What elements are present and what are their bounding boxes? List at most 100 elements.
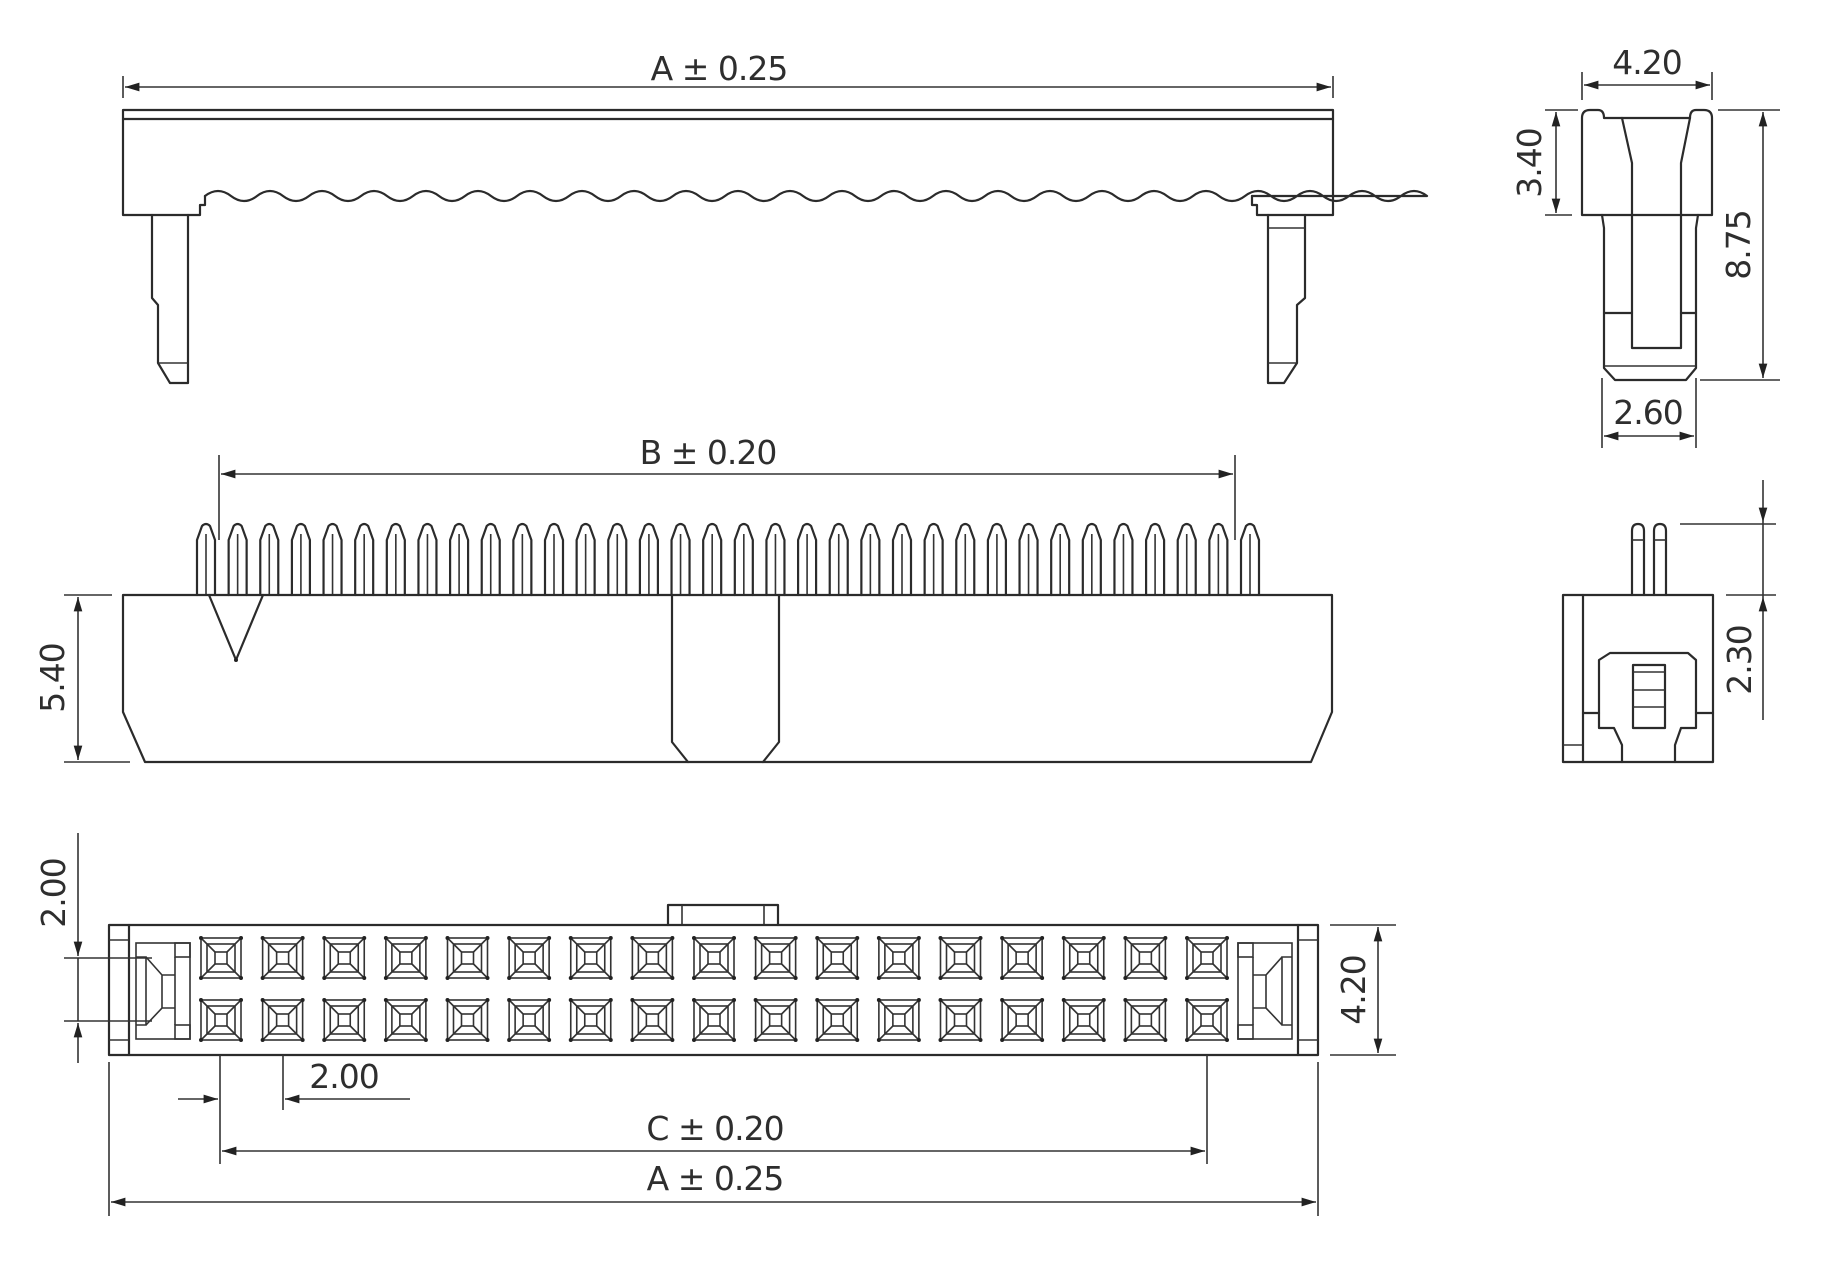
dim-label-a-bottom: A ± 0.25	[647, 1159, 784, 1198]
contact-cavity	[568, 998, 613, 1042]
contact-cavity	[507, 936, 552, 980]
contact-cavity	[260, 936, 305, 980]
polarization-key	[670, 593, 781, 764]
end-view-latch-window	[1581, 651, 1715, 715]
contact-cavity	[692, 998, 736, 1042]
idc-pin	[1176, 522, 1197, 597]
dim-label-230: 2.30	[1720, 625, 1759, 694]
top-view-body	[121, 108, 1335, 217]
idc-pin	[923, 522, 944, 597]
marker-dot	[234, 658, 238, 662]
contact-cavity	[876, 998, 921, 1042]
side-profile-slot	[1620, 116, 1692, 350]
contact-cavity	[1061, 936, 1106, 980]
idc-pin	[1144, 522, 1166, 597]
end-view-body	[1561, 593, 1715, 764]
idc-pin	[638, 522, 660, 597]
side-profile-lower	[1600, 213, 1700, 382]
dim-label-420-side: 4.20	[1612, 43, 1681, 82]
contact-cavity	[1123, 998, 1168, 1042]
contact-cavity	[1185, 998, 1229, 1042]
idc-pin	[417, 522, 438, 597]
contact-cavity	[753, 936, 798, 980]
side-profile-body	[1580, 108, 1714, 217]
idc-pin	[385, 522, 406, 597]
contact-cavity	[507, 998, 552, 1042]
end-view-pin	[1630, 522, 1646, 597]
contact-grid	[199, 936, 1229, 1042]
idc-pin	[543, 522, 565, 597]
side-profile-view: 4.20 3.40 8.75 2.60	[1510, 43, 1780, 448]
top-view: A ± 0.25	[121, 49, 1429, 385]
idc-pin	[1050, 522, 1071, 597]
contact-cavity	[260, 998, 305, 1042]
idc-pin	[955, 522, 976, 597]
end-view-contact-window	[1631, 663, 1667, 730]
idc-pin	[828, 522, 849, 597]
contact-cavity	[199, 936, 243, 980]
idc-pin	[891, 522, 913, 597]
idc-pin	[1113, 522, 1134, 597]
contact-cavity	[322, 998, 367, 1042]
end-view-feet	[1597, 711, 1698, 764]
bottom-view: 2.00 4.20 2.00 C ± 0.20 A ± 0.25	[34, 833, 1396, 1216]
idc-pin	[448, 522, 470, 597]
dim-label-c: C ± 0.20	[646, 1109, 783, 1148]
contact-cavity	[199, 998, 243, 1042]
idc-pin	[322, 522, 343, 597]
idc-pin	[1239, 522, 1261, 597]
left-latch	[150, 213, 190, 385]
front-view: B ± 0.20 5.40	[33, 433, 1334, 764]
dim-label-875: 8.75	[1719, 210, 1758, 279]
contact-cavity	[1000, 936, 1045, 980]
right-latch-window	[1237, 942, 1293, 1040]
contact-cavity	[1185, 936, 1229, 980]
contact-cavity	[322, 936, 367, 980]
dim-label-340: 3.40	[1510, 128, 1549, 197]
pin-one-marker-icon	[207, 593, 265, 662]
idc-pin	[796, 522, 818, 597]
contact-cavity	[938, 936, 983, 980]
idc-pin	[860, 522, 881, 597]
dim-label-420-bottom: 4.20	[1334, 955, 1373, 1024]
contact-cavity	[815, 936, 860, 980]
contact-cavity	[568, 936, 613, 980]
contact-cavity	[753, 998, 798, 1042]
contact-cavity	[1000, 998, 1045, 1042]
idc-pin	[480, 522, 501, 597]
idc-pin	[986, 522, 1008, 597]
contact-cavity	[383, 936, 428, 980]
idc-pin	[702, 522, 723, 597]
contact-cavity	[938, 998, 983, 1042]
contact-cavity	[876, 936, 921, 980]
contact-cavity	[630, 998, 675, 1042]
dim-label-200-row: 2.00	[34, 858, 73, 927]
idc-pin	[1081, 522, 1102, 597]
dim-label-b: B ± 0.20	[640, 433, 777, 472]
idc-pin	[607, 522, 628, 597]
contact-cavity	[445, 998, 490, 1042]
dim-label-a-top: A ± 0.25	[651, 49, 788, 88]
dim-label-200-col: 2.00	[309, 1057, 378, 1096]
contact-cavity	[1123, 936, 1168, 980]
idc-pin	[195, 522, 217, 597]
end-view-pin	[1652, 522, 1668, 597]
front-view-body	[121, 593, 1334, 764]
idc-pin	[733, 522, 754, 597]
idc-pin	[512, 522, 533, 597]
idc-pin	[575, 522, 596, 597]
contact-cavity	[383, 998, 428, 1042]
dim-label-540: 5.40	[33, 643, 72, 712]
idc-pins	[195, 522, 1261, 597]
idc-pin	[1018, 522, 1039, 597]
contact-cavity	[445, 936, 490, 980]
end-view: 2.30	[1561, 480, 1776, 764]
left-latch-window	[135, 942, 191, 1040]
strain-relief-wave	[203, 189, 1429, 203]
idc-pin	[765, 522, 786, 597]
bottom-view-body	[107, 923, 1320, 1057]
right-latch	[1266, 213, 1307, 385]
contact-cavity	[1061, 998, 1106, 1042]
idc-pin	[670, 522, 691, 597]
